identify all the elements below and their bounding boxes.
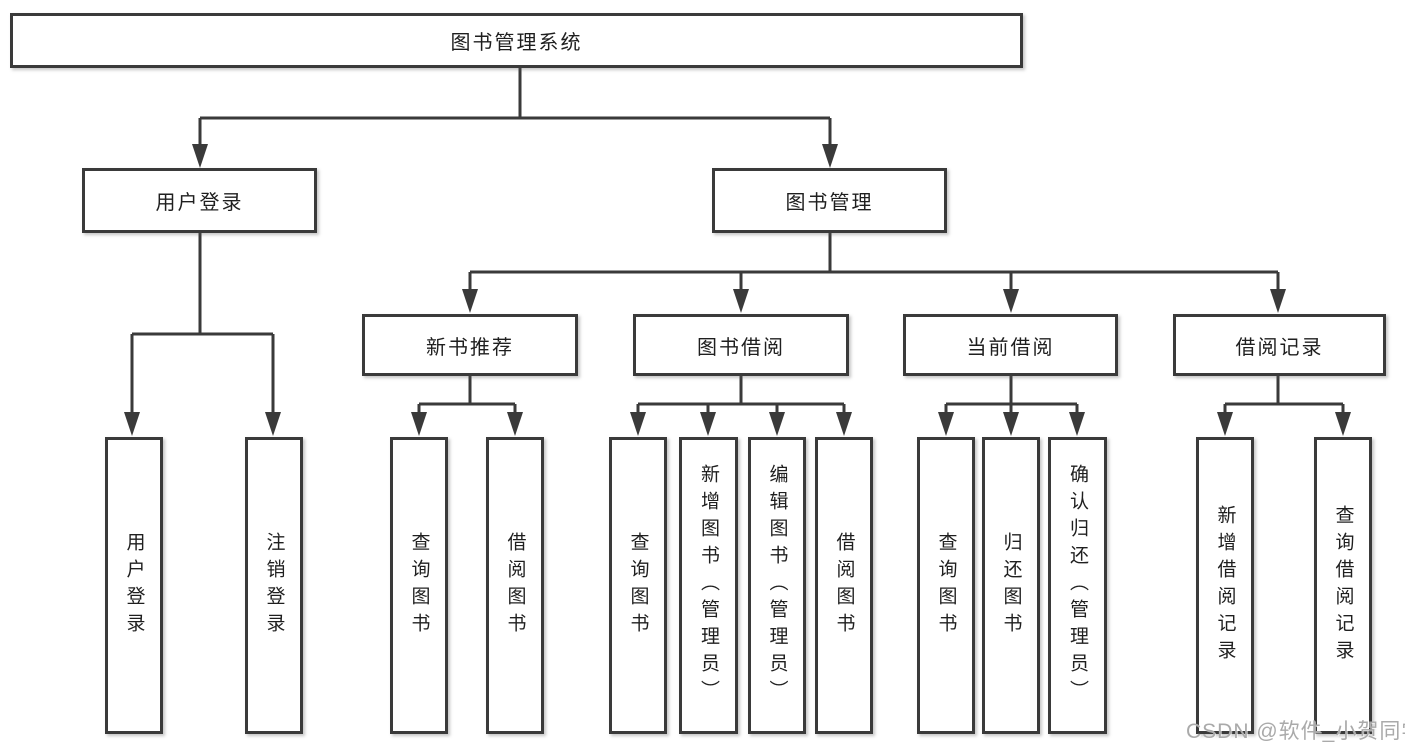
leaf-label: 注销登录: [263, 531, 285, 640]
leaf-label: 查询借阅记录: [1332, 504, 1354, 667]
leaf-label: 新增图书（管理员）: [698, 464, 719, 707]
node-user-login: 用户登录: [82, 168, 317, 233]
leaf-confirm-return-admin: 确认归还（管理员）: [1048, 437, 1107, 734]
node-new-book-recommend: 新书推荐: [362, 314, 578, 376]
leaf-borrow-book-newbook: 借阅图书: [486, 437, 544, 734]
leaf-label: 新增借阅记录: [1214, 504, 1236, 667]
node-current-borrow: 当前借阅: [903, 314, 1118, 376]
node-borrow-record: 借阅记录: [1173, 314, 1386, 376]
leaf-label: 查询图书: [935, 531, 957, 640]
leaf-query-borrow-record: 查询借阅记录: [1314, 437, 1372, 734]
leaf-label: 借阅图书: [504, 531, 526, 640]
leaf-label: 归还图书: [1000, 531, 1022, 640]
leaf-label: 借阅图书: [833, 531, 855, 640]
leaf-label: 查询图书: [408, 531, 430, 640]
leaf-borrow-book: 借阅图书: [815, 437, 873, 734]
node-book-management: 图书管理: [712, 168, 947, 233]
leaf-add-book-admin: 新增图书（管理员）: [679, 437, 738, 734]
leaf-query-book-borrow: 查询图书: [609, 437, 667, 734]
leaf-logout: 注销登录: [245, 437, 303, 734]
node-library-management-system: 图书管理系统: [10, 13, 1023, 68]
csdn-watermark: CSDN @软件_小贺同学: [1186, 720, 1405, 743]
leaf-add-borrow-record: 新增借阅记录: [1196, 437, 1254, 734]
leaf-return-book: 归还图书: [982, 437, 1040, 734]
leaf-query-book-current: 查询图书: [917, 437, 975, 734]
leaf-label: 编辑图书（管理员）: [766, 464, 788, 707]
leaf-query-book-newbook: 查询图书: [390, 437, 448, 734]
leaf-user-login: 用户登录: [105, 437, 163, 734]
node-book-borrow: 图书借阅: [633, 314, 849, 376]
leaf-label: 确认归还（管理员）: [1067, 464, 1088, 707]
leaf-edit-book-admin: 编辑图书（管理员）: [748, 437, 806, 734]
leaf-label: 用户登录: [123, 531, 145, 640]
leaf-label: 查询图书: [627, 531, 649, 640]
